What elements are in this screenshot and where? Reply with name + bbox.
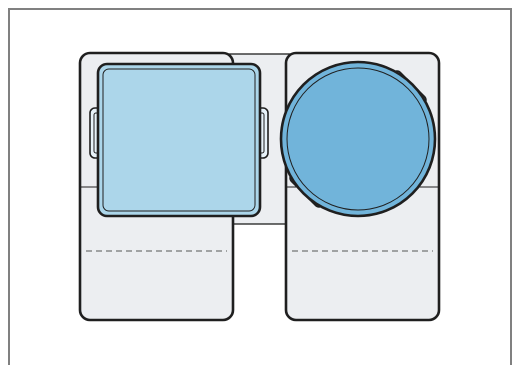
round-pot-rim [286,67,430,211]
round-pot-icon [279,60,437,218]
square-pan-rim [102,68,256,212]
frame-border [8,8,512,365]
square-griddle-pan-icon [89,62,269,218]
square-pan-body [96,62,262,218]
round-pot-body [279,60,437,218]
